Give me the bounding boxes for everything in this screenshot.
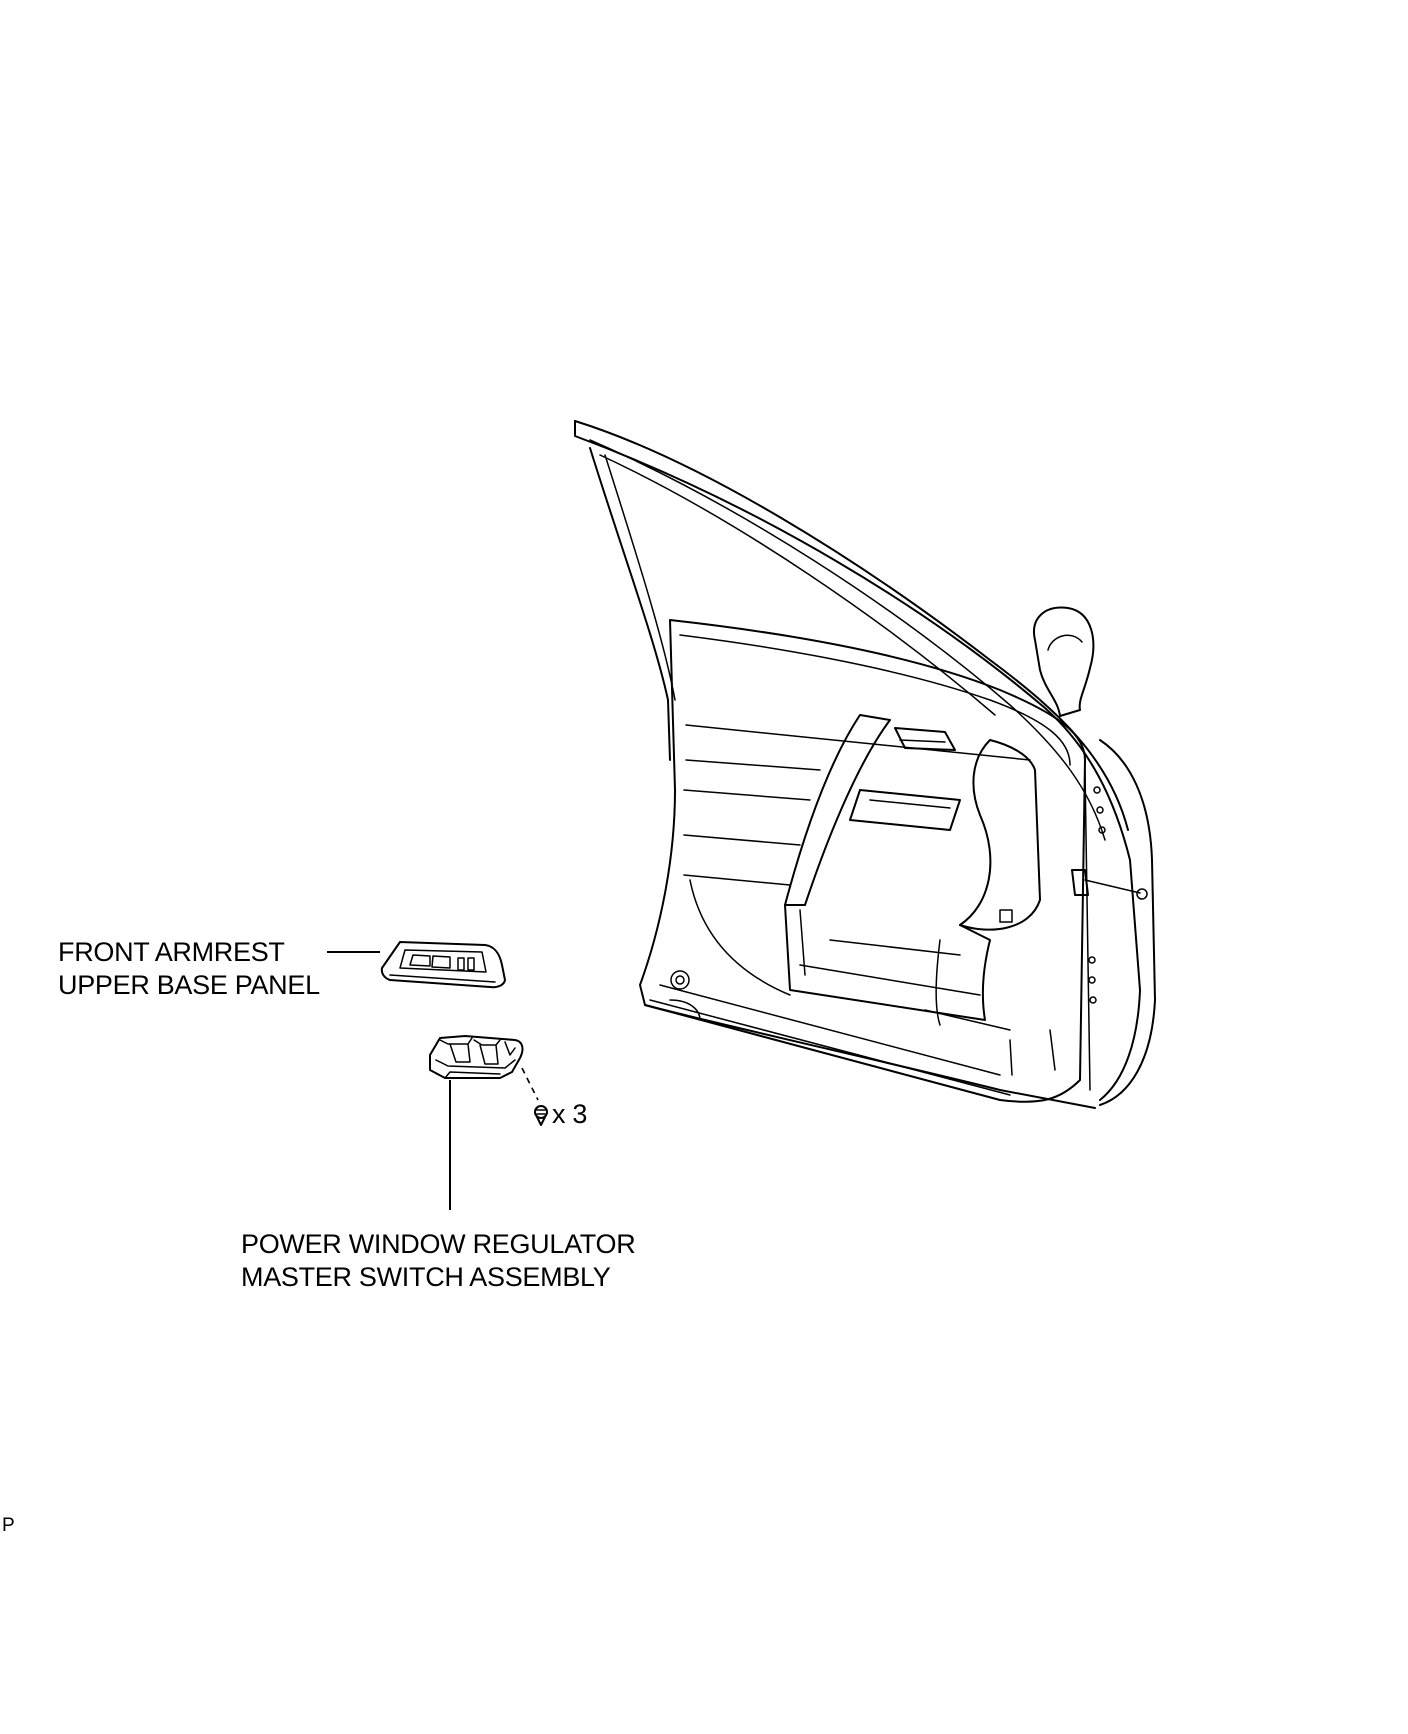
armrest-callout-line1: FRONT ARMREST [58,937,285,967]
armrest-panel-illustration [380,941,506,989]
front-door-illustration [574,420,1156,1109]
screw-icon [534,1105,548,1126]
armrest-callout: FRONT ARMREST UPPER BASE PANEL [58,936,320,1002]
switch-callout-line1: POWER WINDOW REGULATOR [241,1229,636,1259]
figure-code: P [2,1515,15,1536]
master-switch-illustration [429,1035,524,1079]
screw-guide-line [521,1067,539,1101]
screw-quantity: x 3 [552,1099,588,1129]
switch-callout: POWER WINDOW REGULATOR MASTER SWITCH ASS… [241,1228,636,1294]
armrest-callout-line2: UPPER BASE PANEL [58,970,320,1000]
switch-callout-line2: MASTER SWITCH ASSEMBLY [241,1262,611,1292]
